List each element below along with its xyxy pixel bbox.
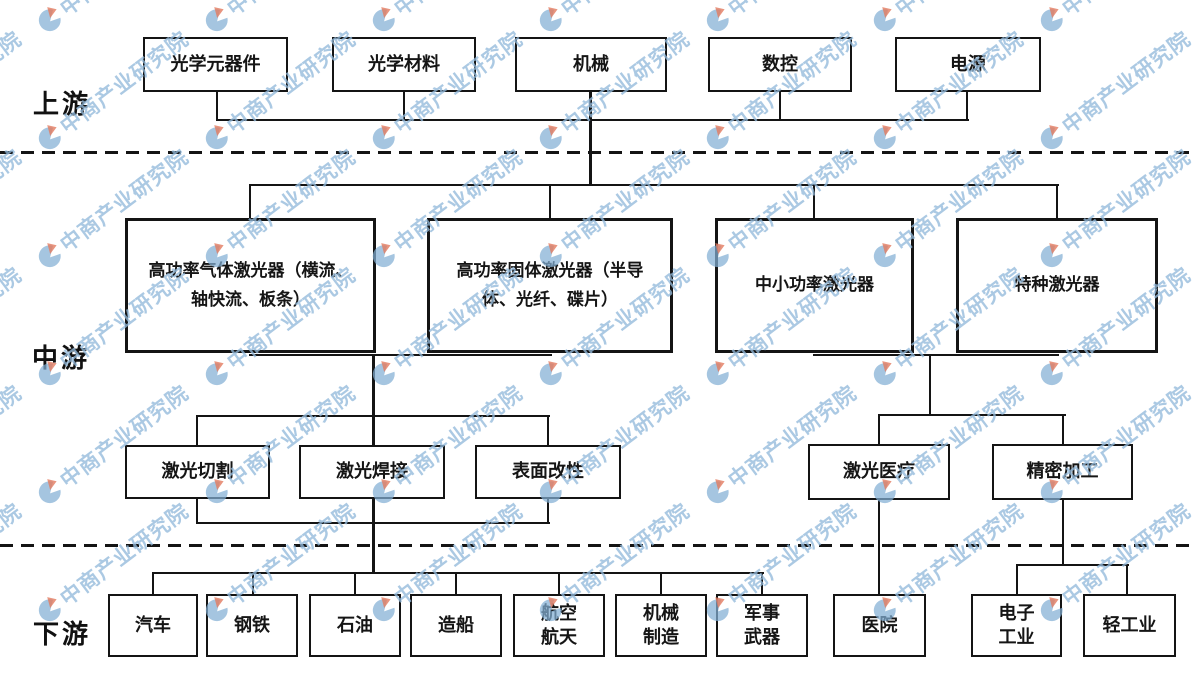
connector-line bbox=[1126, 564, 1128, 595]
connector-line bbox=[216, 119, 969, 121]
upstream-node-4: 电源 bbox=[895, 37, 1041, 92]
connector-line bbox=[354, 572, 356, 595]
connector-line bbox=[878, 414, 880, 595]
stage-label-downstream: 下游 bbox=[33, 620, 92, 649]
application-node-4: 精密加工 bbox=[992, 444, 1133, 500]
connector-line bbox=[455, 572, 457, 595]
downstream-node-5: 机械 制造 bbox=[615, 594, 707, 657]
stage-divider-dashed-upper bbox=[0, 151, 1194, 154]
stage-divider-dashed-lower bbox=[0, 544, 1194, 547]
downstream-node-3: 造船 bbox=[410, 594, 502, 657]
connector-line bbox=[403, 92, 405, 121]
midstream-node-1: 高功率固体激光器（半导体、光纤、碟片） bbox=[427, 218, 673, 353]
upstream-node-1: 光学材料 bbox=[332, 37, 476, 92]
connector-line bbox=[878, 414, 1066, 416]
connector-line bbox=[152, 572, 764, 574]
connector-line bbox=[249, 184, 251, 220]
connector-line bbox=[1056, 184, 1058, 220]
connector-line bbox=[929, 354, 931, 416]
connector-line bbox=[549, 184, 551, 220]
connector-line bbox=[558, 572, 560, 595]
connector-line bbox=[216, 92, 218, 121]
downstream-node-9: 轻工业 bbox=[1083, 594, 1176, 657]
connector-line bbox=[252, 572, 254, 595]
connector-line bbox=[589, 92, 592, 186]
midstream-node-2: 中小功率激光器 bbox=[715, 218, 914, 353]
midstream-node-0: 高功率气体激光器（横流、轴快流、板条） bbox=[125, 218, 376, 353]
upstream-node-0: 光学元器件 bbox=[143, 37, 288, 92]
connector-line bbox=[152, 572, 154, 595]
connector-line bbox=[1016, 564, 1129, 566]
application-node-0: 激光切割 bbox=[125, 445, 270, 499]
downstream-node-1: 钢铁 bbox=[206, 594, 298, 657]
stage-label-midstream: 中游 bbox=[32, 344, 91, 373]
application-node-1: 激光焊接 bbox=[299, 445, 445, 499]
midstream-node-3: 特种激光器 bbox=[956, 218, 1158, 353]
connector-line bbox=[660, 572, 662, 595]
connector-line bbox=[1016, 564, 1018, 595]
downstream-node-6: 军事 武器 bbox=[716, 594, 808, 657]
connector-line bbox=[249, 354, 552, 356]
upstream-node-2: 机械 bbox=[515, 37, 667, 92]
connector-line bbox=[966, 92, 968, 121]
connector-line bbox=[761, 572, 763, 595]
downstream-node-0: 汽车 bbox=[108, 594, 198, 657]
stage-label-upstream: 上游 bbox=[33, 90, 92, 119]
connector-line bbox=[249, 184, 1059, 186]
connector-line bbox=[813, 354, 1059, 356]
connector-line bbox=[779, 92, 781, 121]
connector-line bbox=[813, 184, 815, 220]
upstream-node-3: 数控 bbox=[708, 37, 852, 92]
